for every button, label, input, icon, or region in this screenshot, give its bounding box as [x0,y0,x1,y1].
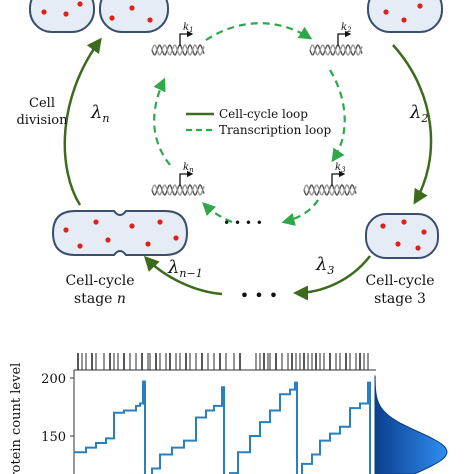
molecule-dot [380,223,386,229]
arrow-dots-to-stage-n [143,255,223,296]
dna-strand [151,44,205,56]
protein-count-plot: 200 150 Protein count level [9,353,448,474]
stage-n-label-line2: stage n [74,291,126,307]
molecule-dot [417,3,423,9]
cells [29,0,443,259]
dna-helix-icon [151,44,205,56]
molecule-dot [41,9,47,15]
ytick-200: 200 [41,372,66,387]
dna-strand [151,184,205,196]
molecule-dot [145,241,151,247]
transcription-rate-label: k3 [335,162,346,174]
cell-cycle-loop [63,37,433,301]
molecule-dot [395,241,401,247]
dna-helix-icon [309,44,363,56]
molecule-dot [77,1,83,7]
molecule-dot [129,223,135,229]
genes: k1 k2 k3 kn [151,22,363,196]
promoter-arrow-icon [331,170,346,186]
transcription-arrow-top [205,22,313,41]
gene-helix: kn [151,162,205,196]
molecule-dot [173,235,179,241]
protein-count-trace [74,380,371,474]
cell-division-label-line2: division [16,113,68,128]
lambda-3-label: λ3 [315,254,334,277]
cell-stage-n-dividing [51,210,189,256]
molecule-dot [401,219,407,225]
molecule-dot [157,219,163,225]
arrow-stage-1-to-2 [392,44,433,205]
promoter-arrow-icon [179,170,194,186]
event-rug [77,353,369,370]
lambda-n-label: λn [90,102,110,125]
stage-3-label-line1: Cell-cycle [365,273,434,289]
molecule-dot [147,17,153,23]
molecule-dot [129,5,135,11]
molecule-dot [93,219,99,225]
cell-division-label-line1: Cell [29,96,55,111]
molecule-dot [415,245,421,251]
molecule-dot [109,15,115,21]
molecule-dot [383,9,389,15]
protein-molecules [41,1,427,251]
molecule-dot [63,227,69,233]
transcription-ellipsis: • • • • [223,216,263,230]
molecule-dot [421,229,427,235]
cell-cycle-ellipsis: • • • [240,286,278,305]
legend: Cell-cycle loop Transcription loop [186,107,331,137]
cell-top-middle [99,0,169,33]
dna-helix-icon [151,184,205,196]
lambda-n-minus-1-label: λn−1 [167,257,203,280]
transcription-rate-label: k2 [341,22,352,34]
transcription-rate-label: kn [183,162,194,174]
dna-helix-icon [303,184,357,196]
protein-count-distribution [374,375,448,474]
molecule-dot [63,11,69,17]
gene-helix: k3 [303,162,357,196]
transcription-arrow-bottom-left [202,202,233,224]
promoter-arrow-icon [179,30,194,46]
dna-strand [309,44,363,56]
legend-cell-cycle-label: Cell-cycle loop [219,107,308,121]
cell-top-right [367,0,443,33]
legend-transcription-label: Transcription loop [219,123,331,137]
cell-top-left [29,0,95,33]
stage-3-label-line2: stage 3 [374,291,426,307]
gene-helix: k1 [151,22,205,56]
transcription-arrow-left [153,77,171,166]
promoter-arrow-icon [337,30,352,46]
transcription-loop: • • • • [153,22,346,230]
arrow-cell-division [63,37,102,206]
plot-y-axis-label: Protein count level [9,363,24,474]
molecule-dot [105,237,111,243]
arrow-stage-3-to-dots [293,255,371,301]
molecule-dot [77,243,83,249]
gene-helix: k2 [309,22,363,56]
dna-strand [303,184,357,196]
ytick-150: 150 [41,430,66,445]
transcription-arrow-right [329,69,346,163]
molecule-dot [401,17,407,23]
stage-n-label-line1: Cell-cycle [65,273,134,289]
transcription-rate-label: k1 [183,22,194,34]
transcription-arrow-bottom-right [281,199,319,226]
